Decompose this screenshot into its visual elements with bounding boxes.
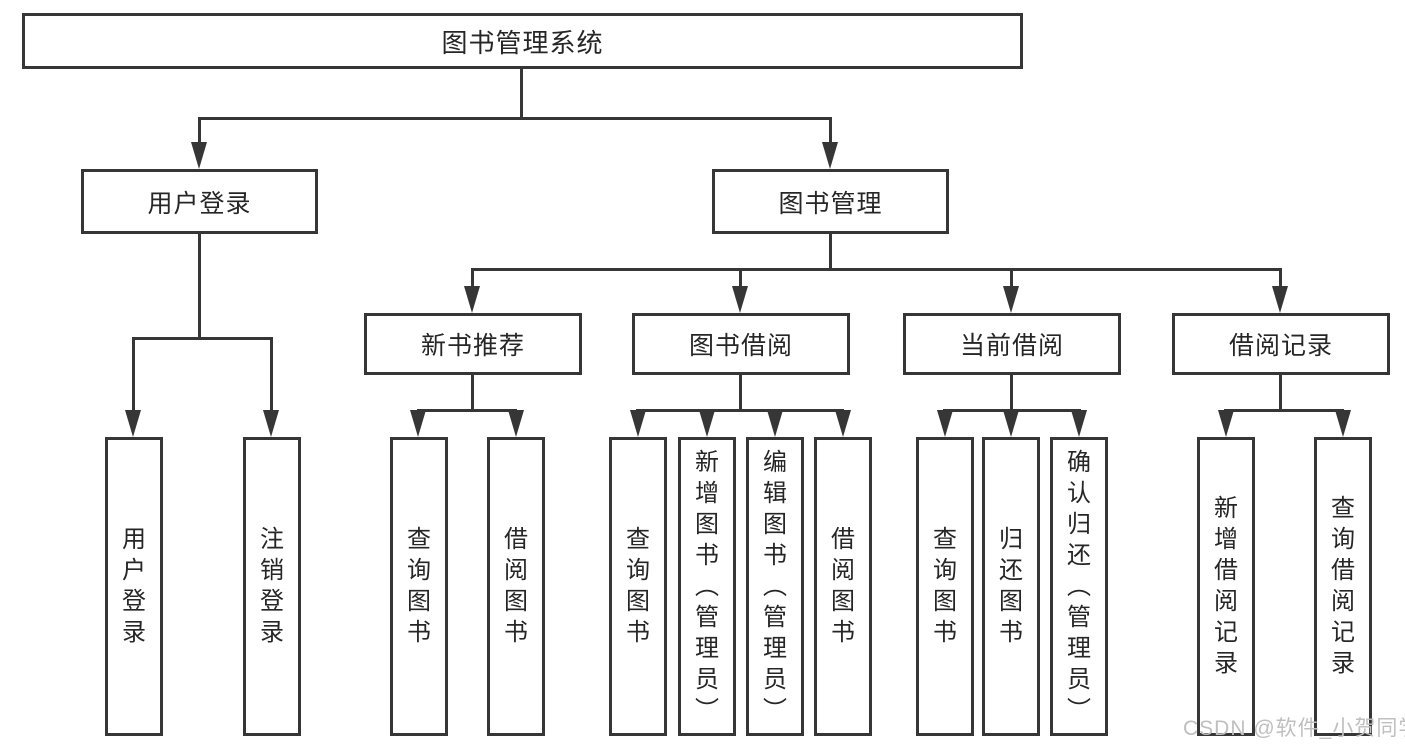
connector-line (417, 409, 517, 412)
leaf-logout-label: 注销登录 (260, 526, 284, 646)
leaf-query-borrow-record: 查询借阅记录 (1314, 437, 1372, 736)
connector-line (270, 337, 273, 410)
node-new-book-recommendation: 新书推荐 (364, 313, 582, 375)
arrowhead-icon (1003, 410, 1019, 437)
connector-line (198, 234, 201, 337)
leaf-borrow-books-label: 借阅图书 (831, 526, 855, 646)
connector-line (198, 117, 831, 120)
leaf-add-book-admin: 新增图书︵管理员︶ (678, 437, 736, 736)
arrowhead-icon (1272, 286, 1288, 313)
node-book-borrowing: 图书借阅 (632, 313, 850, 375)
arrowhead-icon (410, 410, 426, 437)
arrowhead-icon (1218, 410, 1234, 437)
arrowhead-icon (508, 410, 524, 437)
connector-line (132, 337, 135, 410)
connector-line (471, 268, 474, 287)
leaf-edit-book-admin-label: 编辑图书︵管理员︶ (763, 448, 787, 724)
node-current-borrowing-label: 当前借阅 (959, 332, 1064, 360)
connector-line (471, 375, 474, 409)
arrowhead-icon (835, 410, 851, 437)
node-root: 图书管理系统 (22, 13, 1023, 69)
leaf-borrow-books: 借阅图书 (487, 437, 545, 736)
node-borrowing-records: 借阅记录 (1172, 313, 1390, 375)
leaf-edit-book-admin: 编辑图书︵管理员︶ (746, 437, 804, 736)
arrowhead-icon (732, 286, 748, 313)
leaf-user-login: 用户登录 (105, 437, 163, 736)
leaf-user-login-label: 用户登录 (122, 526, 146, 646)
node-borrowing-records-label: 借阅记录 (1228, 332, 1333, 360)
arrowhead-icon (767, 410, 783, 437)
connector-line (829, 234, 832, 268)
leaf-query-borrow-record-label: 查询借阅记录 (1331, 495, 1355, 677)
leaf-query-books: 查询图书 (916, 437, 974, 736)
connector-line (636, 409, 844, 412)
connector-line (1279, 375, 1282, 409)
node-book-management: 图书管理 (712, 169, 949, 234)
node-book-borrowing-label: 图书借阅 (688, 332, 793, 360)
arrowhead-icon (125, 410, 141, 437)
connector-line (520, 69, 523, 117)
leaf-return-books-label: 归还图书 (999, 526, 1023, 646)
connector-line (1010, 375, 1013, 409)
connector-line (1279, 268, 1282, 287)
leaf-query-books: 查询图书 (609, 437, 667, 736)
leaf-query-books-label: 查询图书 (626, 526, 650, 646)
arrowhead-icon (699, 410, 715, 437)
connector-line (471, 268, 1282, 271)
leaf-confirm-return-admin-label: 确认归还︵管理员︶ (1067, 448, 1091, 724)
arrowhead-icon (937, 410, 953, 437)
arrowhead-icon (1003, 286, 1019, 313)
node-current-borrowing: 当前借阅 (903, 313, 1121, 375)
leaf-add-borrow-record-label: 新增借阅记录 (1214, 495, 1238, 677)
leaf-add-borrow-record: 新增借阅记录 (1197, 437, 1255, 736)
node-book-management-label: 图书管理 (778, 189, 883, 218)
leaf-query-books: 查询图书 (390, 437, 448, 736)
arrowhead-icon (191, 142, 207, 169)
arrowhead-icon (822, 142, 838, 169)
connector-line (739, 268, 742, 287)
connector-line (1224, 409, 1344, 412)
node-user-login: 用户登录 (81, 169, 318, 234)
node-root-label: 图书管理系统 (441, 27, 604, 58)
connector-line (132, 337, 273, 340)
leaf-query-books-label: 查询图书 (933, 526, 957, 646)
arrowhead-icon (464, 286, 480, 313)
leaf-borrow-books-label: 借阅图书 (504, 526, 528, 646)
leaf-return-books: 归还图书 (982, 437, 1040, 736)
leaf-logout: 注销登录 (243, 437, 301, 736)
leaf-query-books-label: 查询图书 (407, 526, 431, 646)
watermark: CSDN @软件_小贺同学 (1183, 717, 1405, 740)
node-user-login-label: 用户登录 (147, 189, 252, 218)
node-new-book-recommendation-label: 新书推荐 (420, 332, 525, 360)
arrowhead-icon (1335, 410, 1351, 437)
connector-line (739, 375, 742, 409)
arrowhead-icon (263, 410, 279, 437)
leaf-add-book-admin-label: 新增图书︵管理员︶ (695, 448, 719, 724)
connector-line (829, 117, 832, 143)
connector-line (1010, 268, 1013, 287)
connector-line (198, 117, 201, 143)
leaf-borrow-books: 借阅图书 (814, 437, 872, 736)
arrowhead-icon (630, 410, 646, 437)
leaf-confirm-return-admin: 确认归还︵管理员︶ (1050, 437, 1108, 736)
arrowhead-icon (1071, 410, 1087, 437)
